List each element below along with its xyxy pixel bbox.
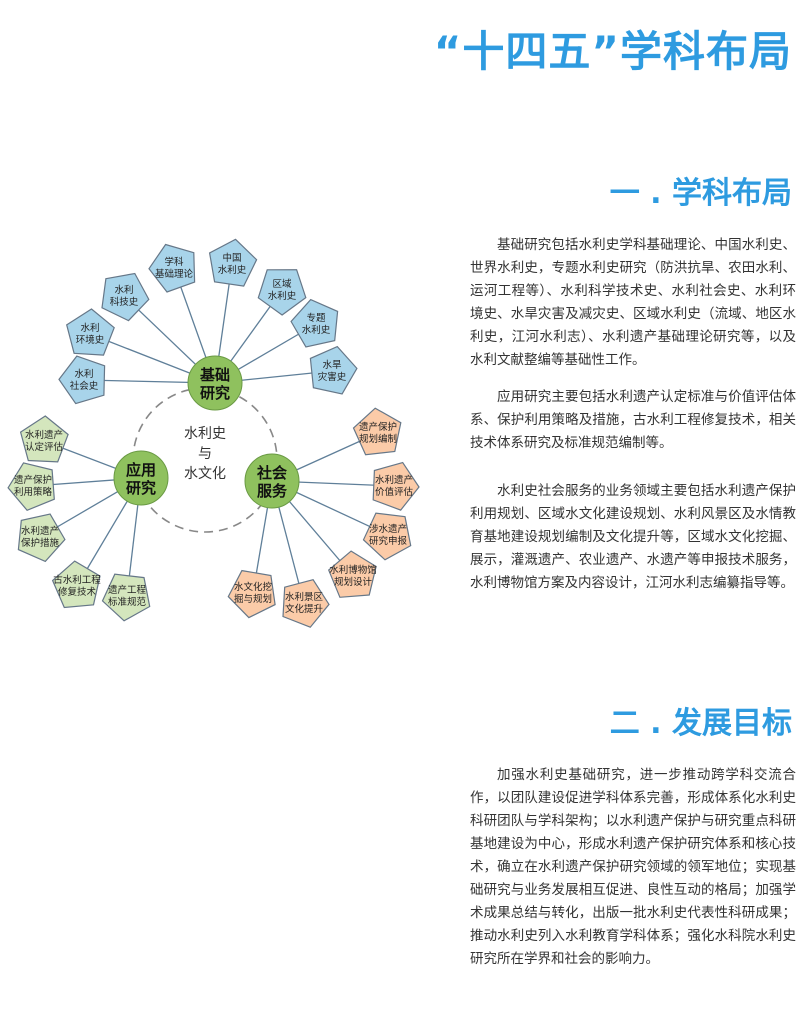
topic-node-label: 掘与规划 <box>234 593 272 605</box>
hub-label-applied: 研究 <box>126 479 156 497</box>
topic-node-shape <box>58 355 106 405</box>
topic-node-shape <box>51 560 101 609</box>
topic-node-shape <box>148 243 196 293</box>
topic-node-label: 水利博物馆 <box>329 564 377 576</box>
topic-node-shape <box>227 569 276 619</box>
topic-node-label: 水利景区 <box>285 591 324 603</box>
topic-node-label: 水利史 <box>302 324 331 336</box>
topic-node-label: 社会史 <box>70 380 99 392</box>
topic-node-label: 认定评估 <box>25 441 64 453</box>
center-label-line: 水文化 <box>184 466 226 482</box>
page-title: “十四五”学科布局 <box>433 27 792 76</box>
topic-node-shape <box>19 415 69 463</box>
hub-label-basic: 基础 <box>199 366 230 384</box>
hub-label-social: 社会 <box>256 464 287 482</box>
topic-node-label: 水文化挖 <box>234 581 273 593</box>
section2-paragraph: 加强水利史基础研究，进一步推动跨学科交流合作，以团队建设促进学科体系完善，形成体… <box>470 767 796 967</box>
topic-node-shape <box>282 579 330 628</box>
topic-node-label: 遗产工程 <box>108 584 147 596</box>
topic-node-label: 水利史 <box>268 290 297 302</box>
section1-paragraph-2: 应用研究主要包括水利遗产认定标准与价值评估体系、保护利用策略及措施，古水利工程修… <box>470 389 796 451</box>
hub-circle-social <box>244 453 300 509</box>
section1-paragraph-1: 基础研究包括水利史学科基础理论、中国水利史、世界水利史，专题水利史研究（防洪抗旱… <box>470 237 796 368</box>
topic-node-label: 灾害史 <box>318 371 347 383</box>
topic-node-label: 古水利工程 <box>53 574 101 586</box>
topic-node-shape <box>208 238 258 287</box>
topic-node-label: 水利 <box>114 284 133 296</box>
topic-node-label: 遗产保护 <box>359 421 397 433</box>
topic-node-shape <box>372 461 420 511</box>
topic-node-label: 价值评估 <box>375 486 414 498</box>
topic-node-label: 水利 <box>80 322 99 334</box>
topic-node-label: 水利史 <box>218 264 247 276</box>
topic-node-label: 修复技术 <box>58 586 97 598</box>
topic-node-shape <box>362 512 412 561</box>
section2-heading: 二 . 发展目标 <box>609 706 792 741</box>
section1-paragraph-3: 水利史社会服务的业务领域主要包括水利遗产保护利用规划、区域水文化建设规划、水利风… <box>470 483 796 591</box>
topic-node-label: 利用策略 <box>14 486 53 498</box>
topic-node-label: 科技史 <box>110 296 139 308</box>
topic-node-label: 水旱 <box>322 359 342 371</box>
topic-node-label: 区域 <box>272 278 292 290</box>
topic-node-shape <box>66 308 115 356</box>
topic-node-label: 遗产保护 <box>14 474 52 486</box>
topic-node-shape <box>101 272 150 322</box>
topic-node-label: 保护措施 <box>21 537 60 549</box>
center-label-line: 与 <box>198 446 212 462</box>
topic-node-label: 中国 <box>222 252 241 264</box>
topic-node-label: 规划编制 <box>359 433 397 445</box>
center-label-line: 水利史 <box>184 426 226 442</box>
topic-node-shape <box>257 269 307 316</box>
topic-node-label: 研究申报 <box>369 535 408 547</box>
topic-node-shape <box>309 345 358 395</box>
topic-node-label: 水利遗产 <box>21 525 59 537</box>
topic-node-label: 环境史 <box>76 334 105 346</box>
topic-node-label: 文化提升 <box>285 603 324 615</box>
topic-node-shape <box>290 298 339 348</box>
topic-node-label: 规划设计 <box>334 576 373 588</box>
section1-heading: 一 . 学科布局 <box>609 176 792 211</box>
topic-node-label: 水利遗产 <box>25 429 63 441</box>
topic-node-label: 专题 <box>306 312 326 324</box>
topic-node-shape <box>17 513 66 563</box>
topic-node-shape <box>327 550 377 598</box>
topic-node-shape <box>101 573 151 622</box>
topic-node-label: 基础理论 <box>155 268 194 280</box>
hub-label-social: 服务 <box>257 482 288 500</box>
topic-node-label: 学科 <box>164 256 184 268</box>
hub-label-basic: 研究 <box>200 384 230 402</box>
discipline-layout-diagram: 水利史与水文化水利社会史水利环境史水利科技史学科基础理论中国水利史区域水利史专题… <box>7 238 420 628</box>
hub-circle-basic <box>187 355 243 411</box>
topic-node-label: 水利遗产 <box>375 474 413 486</box>
topic-node-label: 水利 <box>74 368 93 380</box>
topic-node-shape <box>352 407 402 456</box>
topic-node-label: 涉水遗产 <box>369 523 407 535</box>
topic-node-shape <box>7 462 55 512</box>
hub-label-applied: 应用 <box>126 461 156 479</box>
hub-circle-applied <box>113 450 169 506</box>
topic-node-label: 标准规范 <box>108 596 147 608</box>
